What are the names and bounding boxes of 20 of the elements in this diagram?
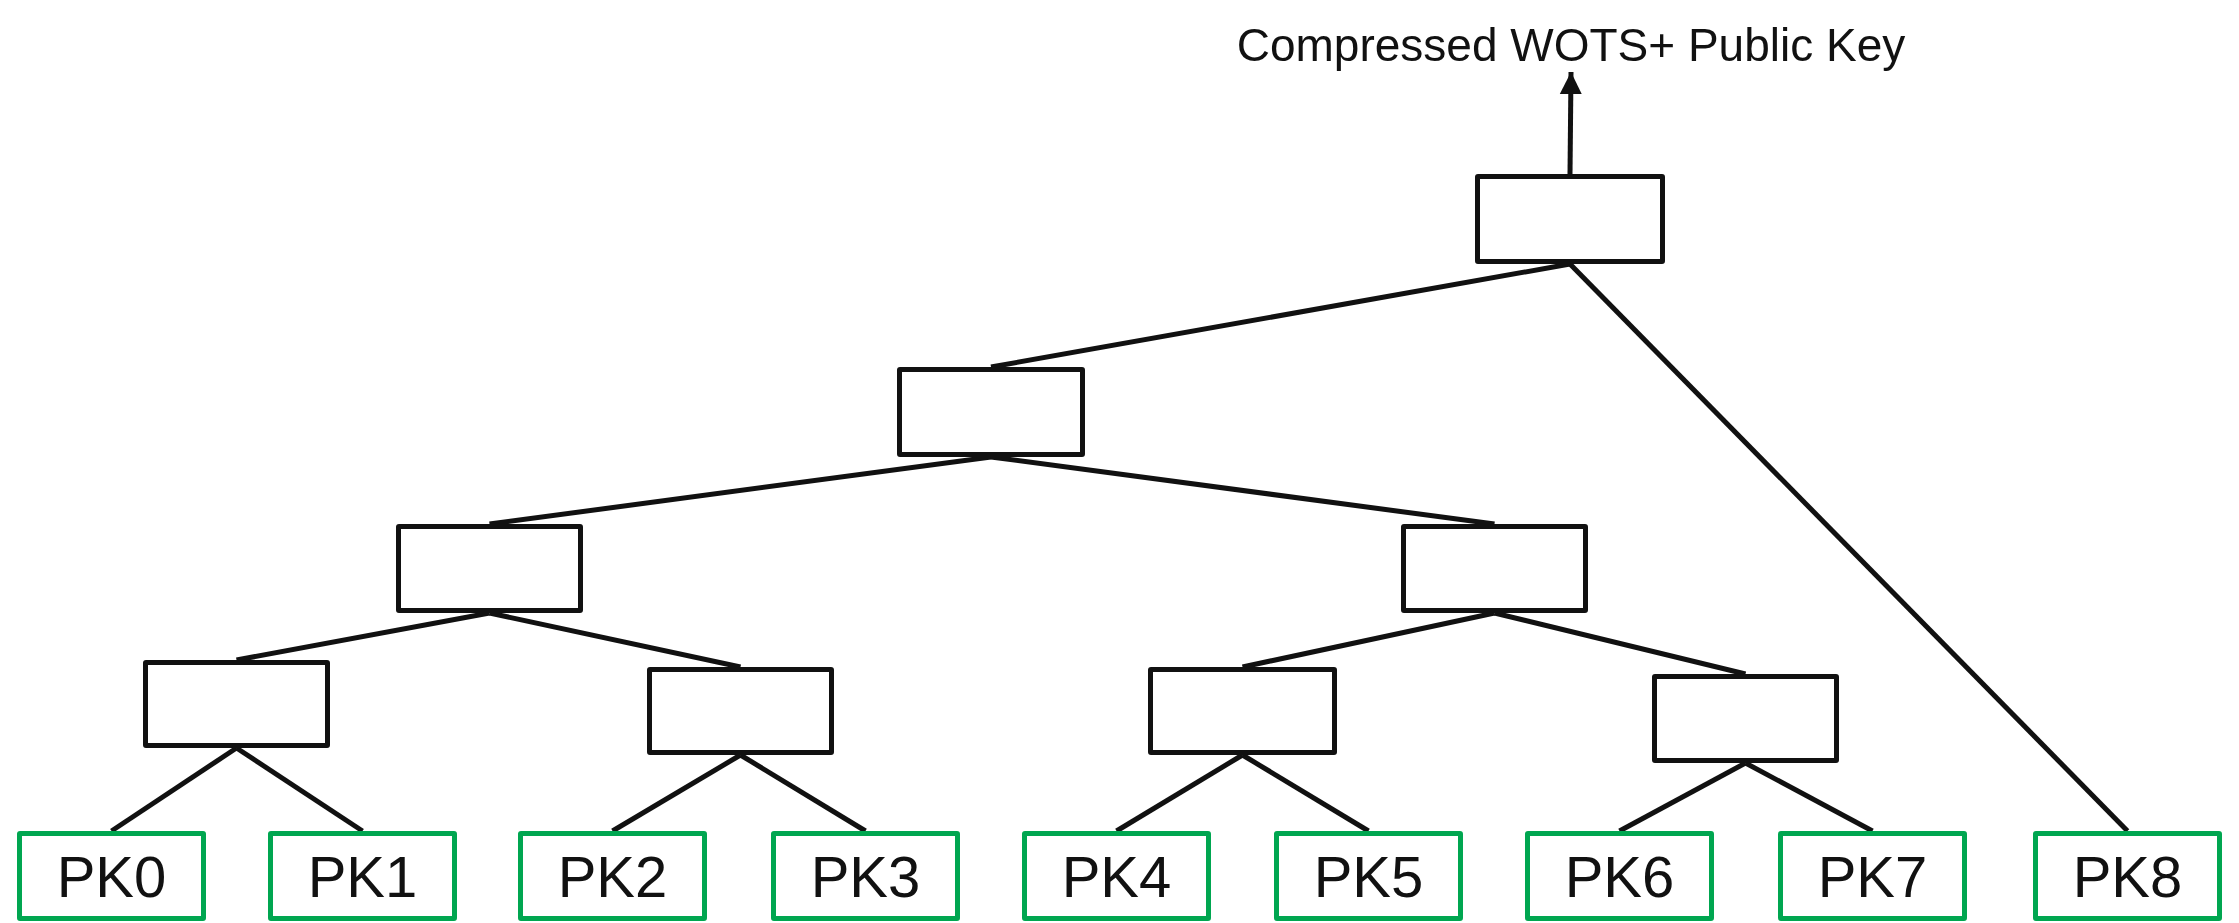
hash-box [1652, 674, 1839, 763]
public-key-box: PK7 [1778, 831, 1967, 921]
hash-box [1475, 174, 1665, 264]
hash-box [1401, 524, 1588, 613]
public-key-box: PK1 [268, 831, 457, 921]
public-key-box: PK0 [17, 831, 206, 921]
hash-box [143, 660, 330, 748]
public-key-box: PK8 [2033, 831, 2222, 921]
hash-box [396, 524, 583, 613]
heading-text: Compressed WOTS+ Public Key [1236, 18, 1906, 72]
connector-line [1568, 262, 2130, 833]
public-key-box: PK5 [1274, 831, 1463, 921]
arrow [1559, 71, 1582, 175]
public-key-box: PK3 [771, 831, 960, 921]
public-key-box: PK6 [1525, 831, 1714, 921]
hash-box [897, 367, 1085, 457]
public-key-box: PK2 [518, 831, 707, 921]
public-key-box: PK4 [1022, 831, 1211, 921]
hash-box [647, 667, 834, 755]
hash-box [1148, 667, 1337, 755]
